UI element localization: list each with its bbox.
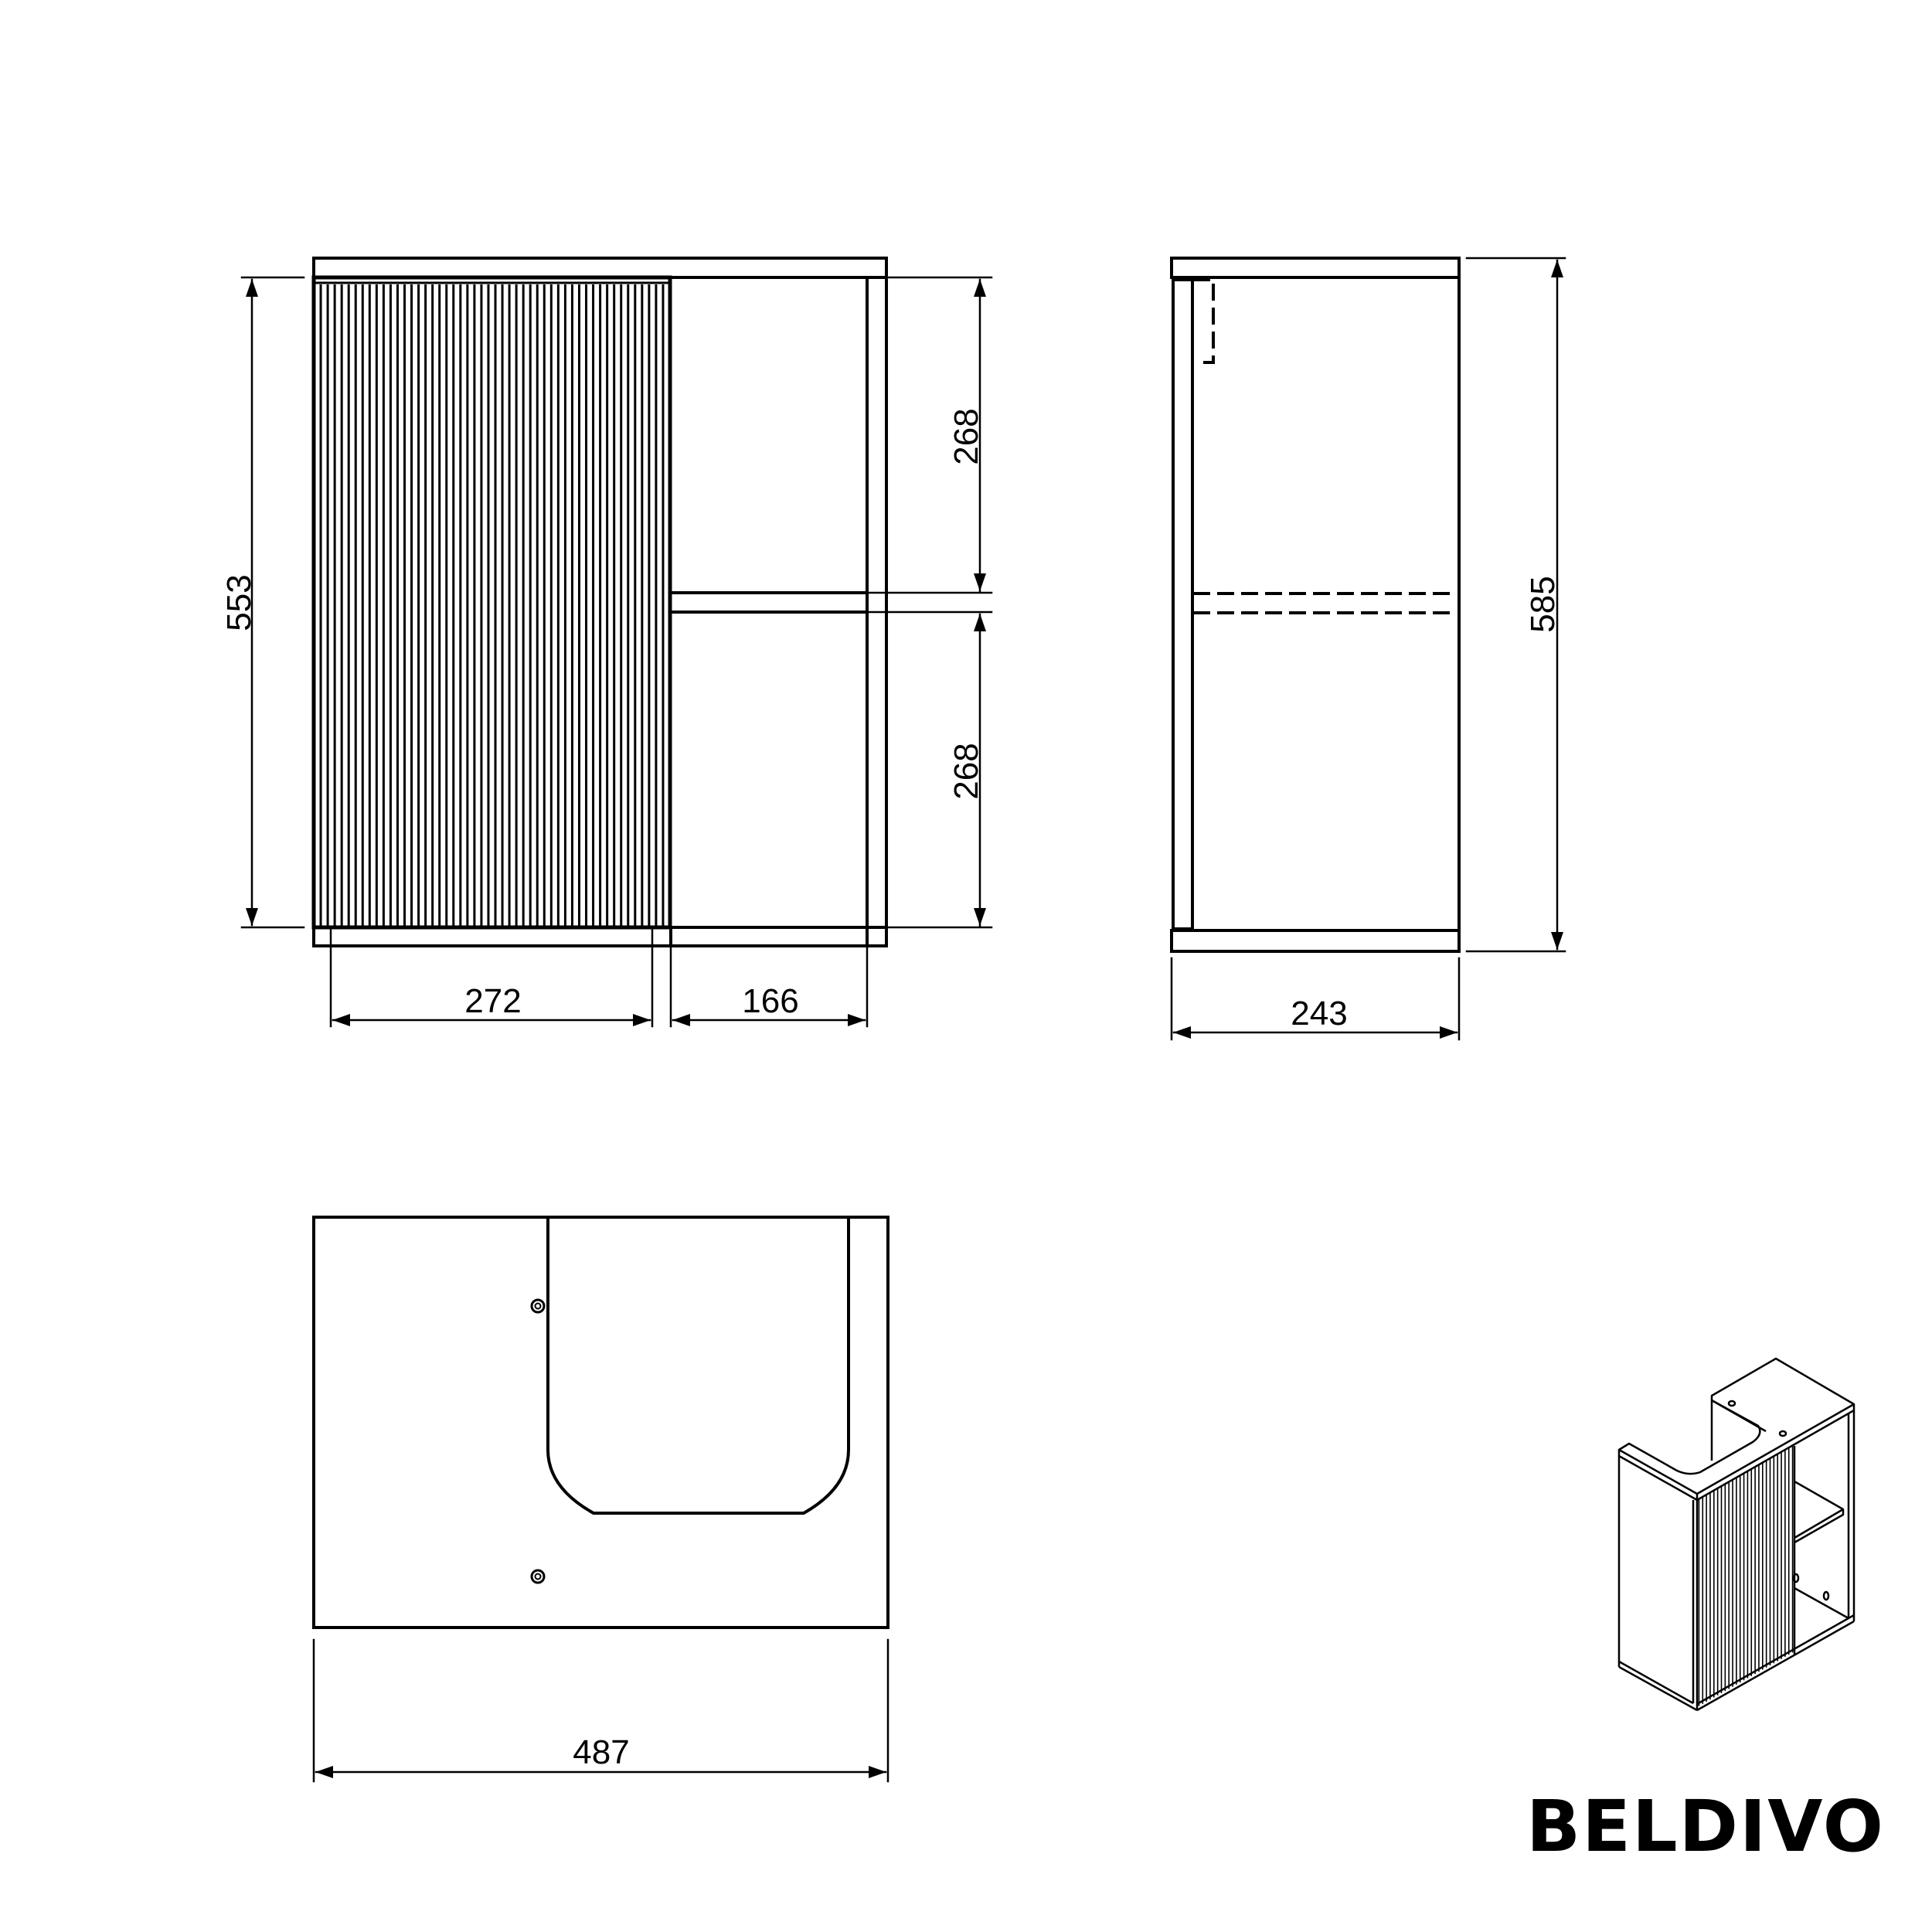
- dimension-585: 585: [1465, 257, 1566, 953]
- dimension-268-upper: 268: [866, 276, 993, 594]
- screw-hole: [530, 1569, 546, 1584]
- isometric-view: [1617, 1357, 1855, 1712]
- iso-door-flutes: [1698, 1445, 1794, 1706]
- side-view: 585 243: [1170, 257, 1566, 1041]
- top-view: 487: [312, 866, 889, 1783]
- screw-hole: [530, 1298, 546, 1314]
- top-outline: [312, 1216, 889, 1629]
- door-flutes: [314, 281, 670, 927]
- dimension-553: 553: [220, 276, 305, 929]
- front-view: 553 268 268 272: [220, 257, 993, 1028]
- label-166: 166: [742, 982, 798, 1020]
- dimension-166: 166: [669, 944, 869, 1028]
- fluted-door: [311, 275, 672, 930]
- label-553: 553: [220, 574, 258, 631]
- label-268-lower: 268: [947, 743, 985, 799]
- label-272: 272: [464, 982, 521, 1020]
- label-487: 487: [573, 1733, 629, 1771]
- label-585: 585: [1524, 576, 1562, 632]
- front-base-panel: [312, 926, 888, 947]
- side-top-panel: [1170, 257, 1461, 279]
- dimension-268-lower: 268: [866, 611, 993, 929]
- dimension-243: 243: [1170, 957, 1461, 1041]
- dimension-487: 487: [312, 866, 889, 1783]
- side-door-edge: [1172, 278, 1194, 930]
- dimension-272: 272: [329, 944, 654, 1028]
- sink-cutout: [546, 1217, 850, 1515]
- brand-logo: BELDIVO: [1526, 1785, 1885, 1868]
- label-268-upper: 268: [947, 408, 985, 464]
- side-base-panel: [1170, 929, 1461, 953]
- hidden-hinge: [1193, 278, 1215, 364]
- label-243: 243: [1291, 995, 1347, 1032]
- front-top-panel: [312, 257, 888, 279]
